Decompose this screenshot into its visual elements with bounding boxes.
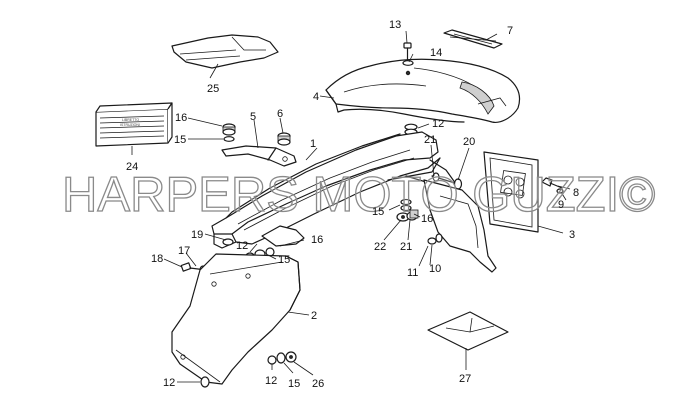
- callout-15-bottom: 15: [288, 378, 300, 390]
- callout-16-left: 16: [175, 112, 187, 124]
- callout-13: 13: [389, 19, 401, 31]
- rubber-mount-left: [222, 123, 236, 142]
- callout-3: 3: [569, 229, 575, 241]
- tool-bag-part: [171, 34, 279, 69]
- license-plate-mount-part: [483, 151, 539, 233]
- bracket-5-part: [221, 145, 297, 167]
- instruction-booklet-part: LIBRETTO ISTRUZIONI: [95, 102, 173, 147]
- booklet-title-line1: LIBRETTO: [122, 118, 139, 122]
- cloth-27-part: [427, 311, 509, 351]
- callout-10: 10: [429, 263, 441, 275]
- callout-17: 17: [178, 245, 190, 257]
- callout-24: 24: [126, 161, 138, 173]
- booklet-title-line2: ISTRUZIONI: [120, 123, 140, 127]
- screw-8-9-part: [541, 177, 564, 194]
- callout-12-bottom-left: 12: [163, 377, 175, 389]
- fasteners-15-16-22-21: [396, 198, 419, 222]
- callout-labels: 25 7 13 14 4 6 5 16 15 24 1 12 21 20 15 …: [126, 19, 579, 390]
- callout-22: 22: [374, 241, 386, 253]
- reflector-strip-part: [443, 29, 503, 49]
- plate-holder-arm-part: [423, 179, 497, 273]
- callout-20: 20: [463, 136, 475, 148]
- callout-4: 4: [313, 91, 319, 103]
- callout-6: 6: [277, 108, 283, 120]
- callout-21-bottom: 21: [400, 241, 412, 253]
- callout-16-right: 16: [421, 213, 433, 225]
- callout-12-top: 12: [432, 118, 444, 130]
- callout-2: 2: [311, 310, 317, 322]
- callout-15-left: 15: [174, 134, 186, 146]
- callout-11: 11: [407, 267, 418, 279]
- callout-15-right: 15: [372, 206, 384, 218]
- callout-19: 19: [191, 229, 203, 241]
- callout-5: 5: [250, 111, 256, 123]
- callout-18: 18: [151, 253, 163, 265]
- rear-cover-part: [325, 58, 521, 123]
- watermark: HARPERS MOTO GUZZI©: [62, 168, 655, 222]
- callout-16-mid: 16: [311, 234, 323, 246]
- callout-14: 14: [430, 47, 442, 59]
- callout-12-mid: 12: [236, 240, 248, 252]
- callout-9: 9: [558, 199, 564, 211]
- callout-26: 26: [312, 378, 324, 390]
- callout-7: 7: [507, 25, 513, 37]
- leader-lines: [131, 30, 571, 383]
- callout-8: 8: [573, 187, 579, 199]
- callout-25: 25: [207, 83, 219, 95]
- callout-27: 27: [459, 373, 471, 385]
- rear-frame-part: [211, 131, 463, 249]
- callout-21-top: 21: [424, 134, 436, 146]
- mudguard-part: [171, 253, 301, 385]
- callout-12-bottom: 12: [265, 375, 277, 387]
- callout-15-mid: 15: [278, 254, 290, 266]
- grommet-6-part: [277, 132, 291, 146]
- callout-1: 1: [310, 138, 316, 150]
- screw-13-14-part: [402, 42, 414, 76]
